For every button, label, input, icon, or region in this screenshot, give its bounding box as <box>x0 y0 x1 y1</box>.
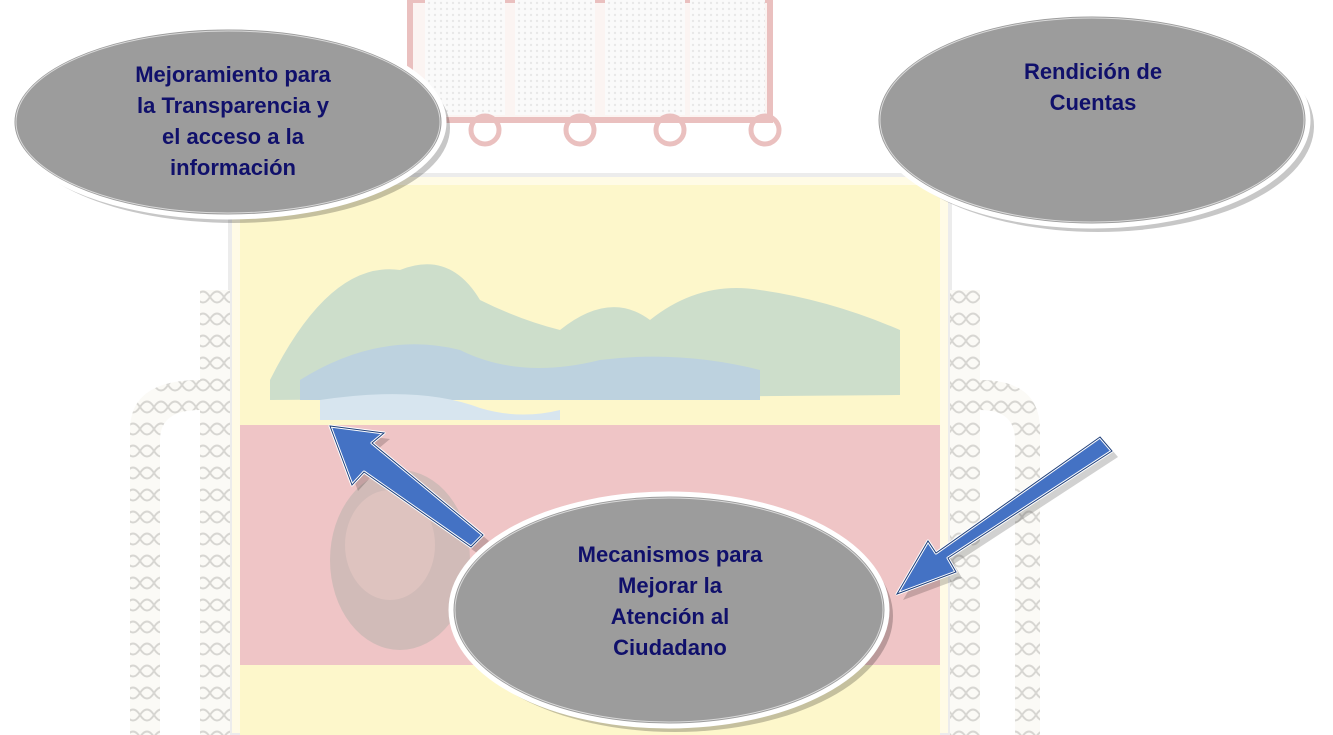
node-label-line: Cuentas <box>1049 90 1137 115</box>
ellipse-node-accountability: Rendición de Cuentas <box>870 6 1316 236</box>
ellipse-node-transparency: Mejoramiento para la Transparencia y el … <box>8 24 452 223</box>
node-label: Mejoramiento para la Transparencia y el … <box>98 59 368 209</box>
node-label-line: la Transparencia y <box>137 93 329 118</box>
node-label-line: Mecanismos para <box>577 542 763 567</box>
ellipse-shape <box>9 24 450 223</box>
node-label-line: Mejoramiento para <box>135 62 331 87</box>
arrow-right-icon <box>895 435 1118 600</box>
node-label-line: Rendición de <box>1023 59 1163 84</box>
node-label-line: Mejorar la <box>618 573 722 598</box>
ellipse-node-citizen-service: Mecanismos para Mejorar la Atención al C… <box>447 485 895 735</box>
node-label-line: el acceso a la <box>162 124 304 149</box>
node-label-line: información <box>170 155 296 180</box>
ellipse-shape <box>873 11 1314 232</box>
node-label-line: Ciudadano <box>613 635 727 660</box>
node-label: Rendición de Cuentas <box>965 56 1221 126</box>
node-label-line: Atención al <box>610 604 730 629</box>
node-label: Mecanismos para Mejorar la Atención al C… <box>535 539 805 679</box>
ellipse-shape <box>448 491 893 732</box>
arrow-left-icon <box>328 424 489 553</box>
